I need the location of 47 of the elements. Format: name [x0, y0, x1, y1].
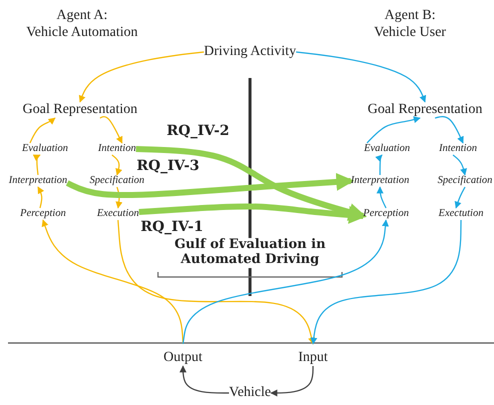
- arrow: [310, 220, 462, 345]
- stage-label: Exectution: [438, 208, 484, 220]
- node-label: Goal Representation: [22, 102, 138, 118]
- stage-label: Perception: [20, 208, 66, 220]
- stage-label: Intention: [98, 142, 136, 156]
- stage-label: Specification: [438, 174, 492, 188]
- node-label: Goal Representation: [368, 102, 482, 118]
- stage-label: Specification: [90, 174, 144, 188]
- edge-label: RQ_IV-2: [166, 122, 230, 140]
- arrow: [29, 118, 56, 144]
- stage-label: Perception: [363, 208, 409, 220]
- arrow: [117, 220, 315, 345]
- agent-heading: Agent A:: [56, 8, 108, 24]
- agent-heading: Vehicle User: [374, 24, 446, 42]
- agent-heading: Agent B:: [384, 8, 436, 24]
- agent-heading: Vehicle Automation: [26, 24, 138, 42]
- arrow: [37, 186, 44, 208]
- arrow: [112, 154, 122, 176]
- arrow: [452, 154, 467, 176]
- arrow: [66, 172, 354, 198]
- arrow: [116, 186, 122, 209]
- arrow: [42, 219, 184, 344]
- stage-label: Evaluation: [364, 142, 410, 156]
- stage-label: Interpretation: [8, 174, 68, 188]
- arrow: [182, 219, 389, 344]
- arrow: [136, 146, 367, 221]
- stage-label: Execution: [97, 208, 139, 220]
- arrow: [375, 154, 382, 175]
- arrow: [270, 366, 314, 396]
- arrow: [454, 186, 466, 209]
- node-label: Vehicle: [229, 384, 271, 402]
- node-label: Driving Activity: [204, 44, 296, 60]
- arrow: [366, 116, 421, 144]
- node-label: Input: [298, 344, 328, 366]
- edge-label: RQ_IV-1: [140, 218, 204, 236]
- stage-label: Intention: [439, 142, 477, 156]
- arrow: [180, 365, 229, 394]
- stage-label: Interpretation: [350, 174, 410, 188]
- arrow: [296, 51, 426, 103]
- stage-label: Evaluation: [22, 142, 68, 156]
- arrow: [32, 154, 41, 176]
- edge-label: RQ_IV-3: [136, 158, 200, 174]
- arrow: [434, 116, 464, 144]
- arrow: [376, 186, 387, 208]
- arrow: [138, 203, 367, 224]
- node-label: Output: [164, 344, 202, 366]
- arrow: [78, 51, 204, 103]
